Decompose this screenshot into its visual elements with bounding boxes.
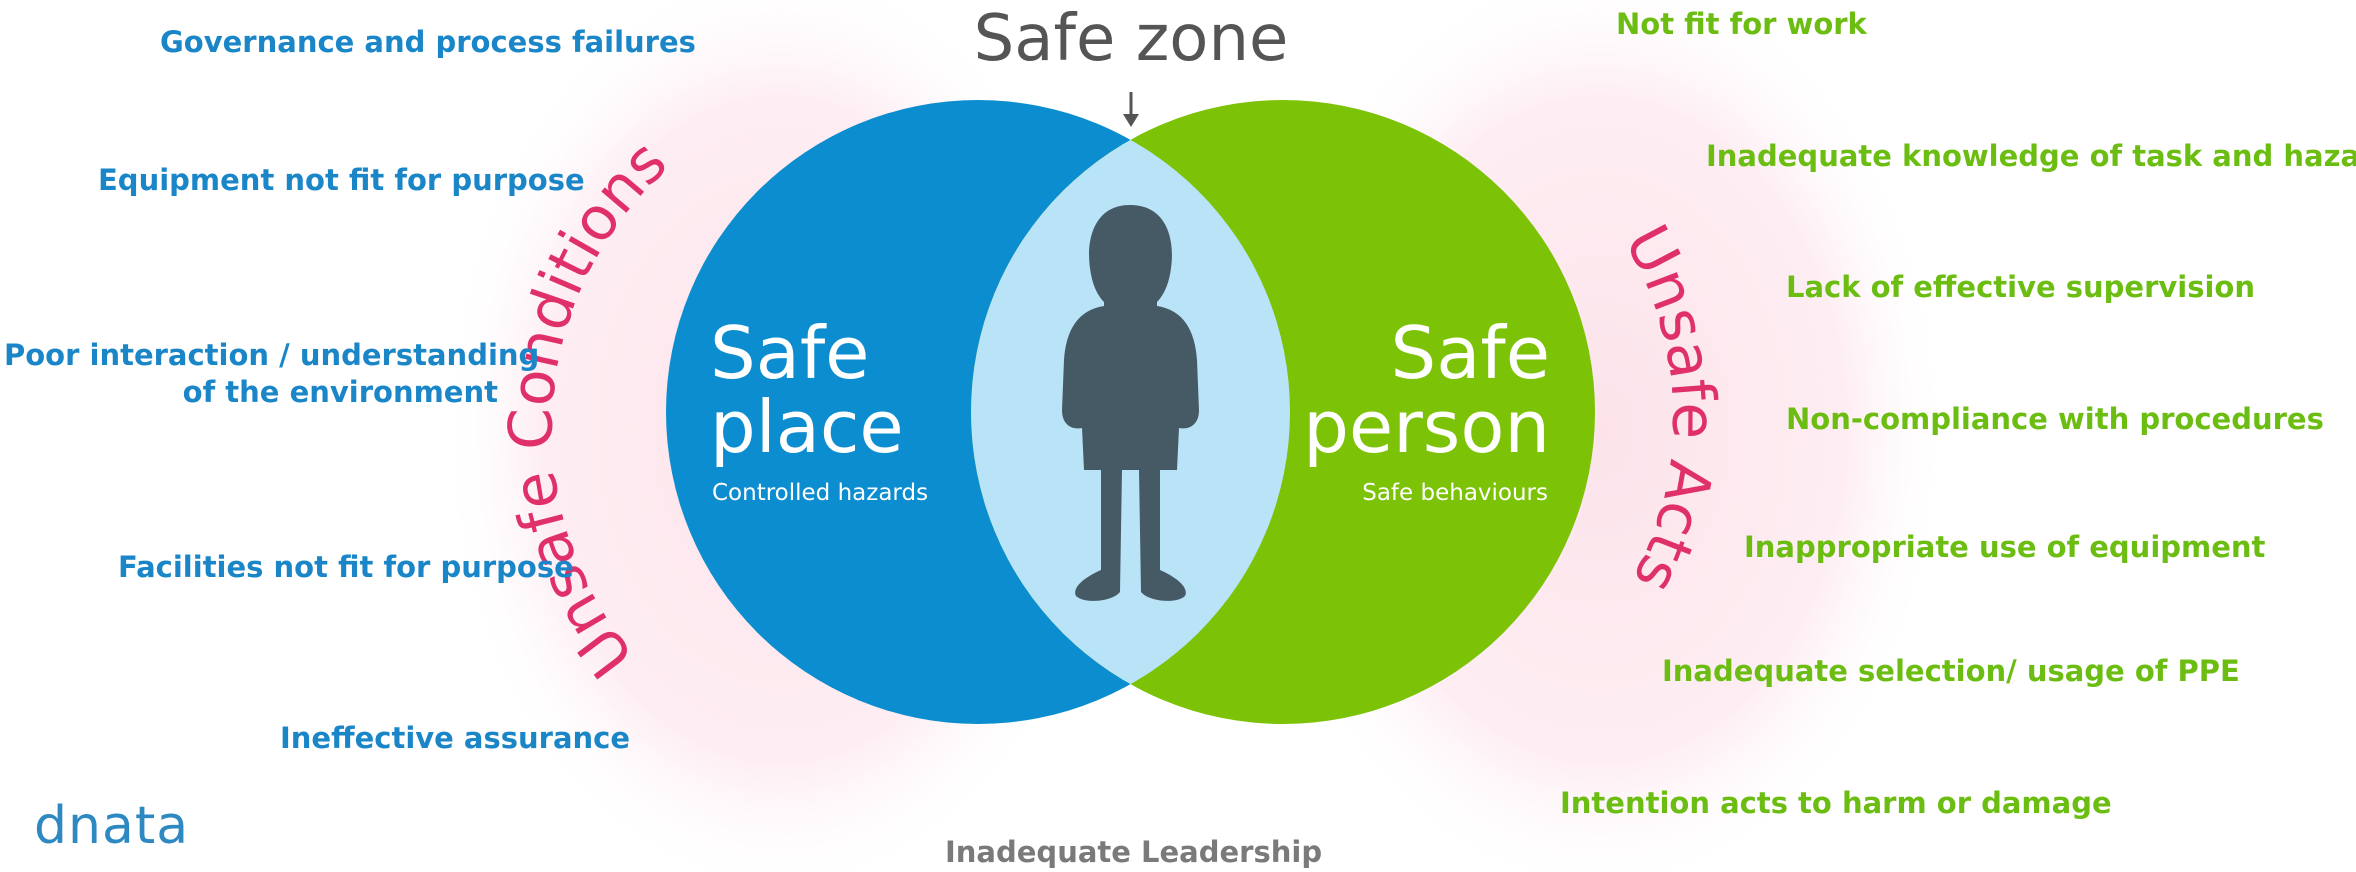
safe-place-title-line2: place [710, 385, 904, 469]
left-factor-assurance: Ineffective assurance [280, 720, 630, 757]
left-factor-text: Equipment not fit for purpose [98, 163, 585, 197]
right-factor-text: Inadequate selection/ usage of PPE [1662, 654, 2240, 688]
left-factor-interaction: Poor interaction / understanding of the … [4, 337, 540, 411]
left-factor-governance: Governance and process failures [160, 24, 696, 61]
logo-text: dnata [34, 796, 190, 856]
person-icon [1062, 205, 1199, 601]
left-factor-text-line2: of the environment [182, 375, 498, 409]
right-factor-equipment-use: Inappropriate use of equipment [1744, 529, 2265, 566]
right-factor-text: Intention acts to harm or damage [1560, 786, 2112, 820]
right-factor-text: Not fit for work [1616, 7, 1867, 41]
safe-person-title-line2: person [1303, 385, 1550, 469]
left-factor-text: Governance and process failures [160, 25, 696, 59]
left-factor-equipment: Equipment not fit for purpose [98, 162, 585, 199]
right-factor-text: Inappropriate use of equipment [1744, 530, 2266, 564]
arrow-down-icon [1123, 92, 1139, 127]
right-factor-knowledge: Inadequate knowledge of task and hazards [1706, 138, 2356, 175]
right-factor-intention: Intention acts to harm or damage [1560, 785, 2112, 822]
right-factor-text: Non-compliance with procedures [1786, 402, 2324, 436]
right-factor-text: Lack of effective supervision [1786, 270, 2255, 304]
left-factor-text-line1: Poor interaction / understanding [4, 338, 540, 372]
bottom-label-text: Inadequate Leadership [945, 835, 1323, 869]
dnata-logo: dnata [34, 796, 189, 856]
right-factor-compliance: Non-compliance with procedures [1786, 401, 2324, 438]
safe-person-subtitle: Safe behaviours [1362, 480, 1548, 506]
safe-place-title-line1: Safe [710, 311, 869, 395]
right-factor-ppe: Inadequate selection/ usage of PPE [1662, 653, 2240, 690]
inadequate-leadership-label: Inadequate Leadership [945, 834, 1322, 871]
right-factor-not-fit: Not fit for work [1616, 6, 1867, 43]
right-factor-text: Inadequate knowledge of task and hazards [1706, 139, 2356, 173]
safe-person-title-line1: Safe [1391, 311, 1550, 395]
safe-zone-heading: Safe zone [974, 2, 1289, 76]
left-factor-facilities: Facilities not fit for purpose [118, 549, 574, 586]
left-factor-text: Ineffective assurance [280, 721, 631, 755]
left-factor-text: Facilities not fit for purpose [118, 550, 574, 584]
safe-place-subtitle: Controlled hazards [712, 480, 928, 506]
right-factor-supervision: Lack of effective supervision [1786, 269, 2255, 306]
